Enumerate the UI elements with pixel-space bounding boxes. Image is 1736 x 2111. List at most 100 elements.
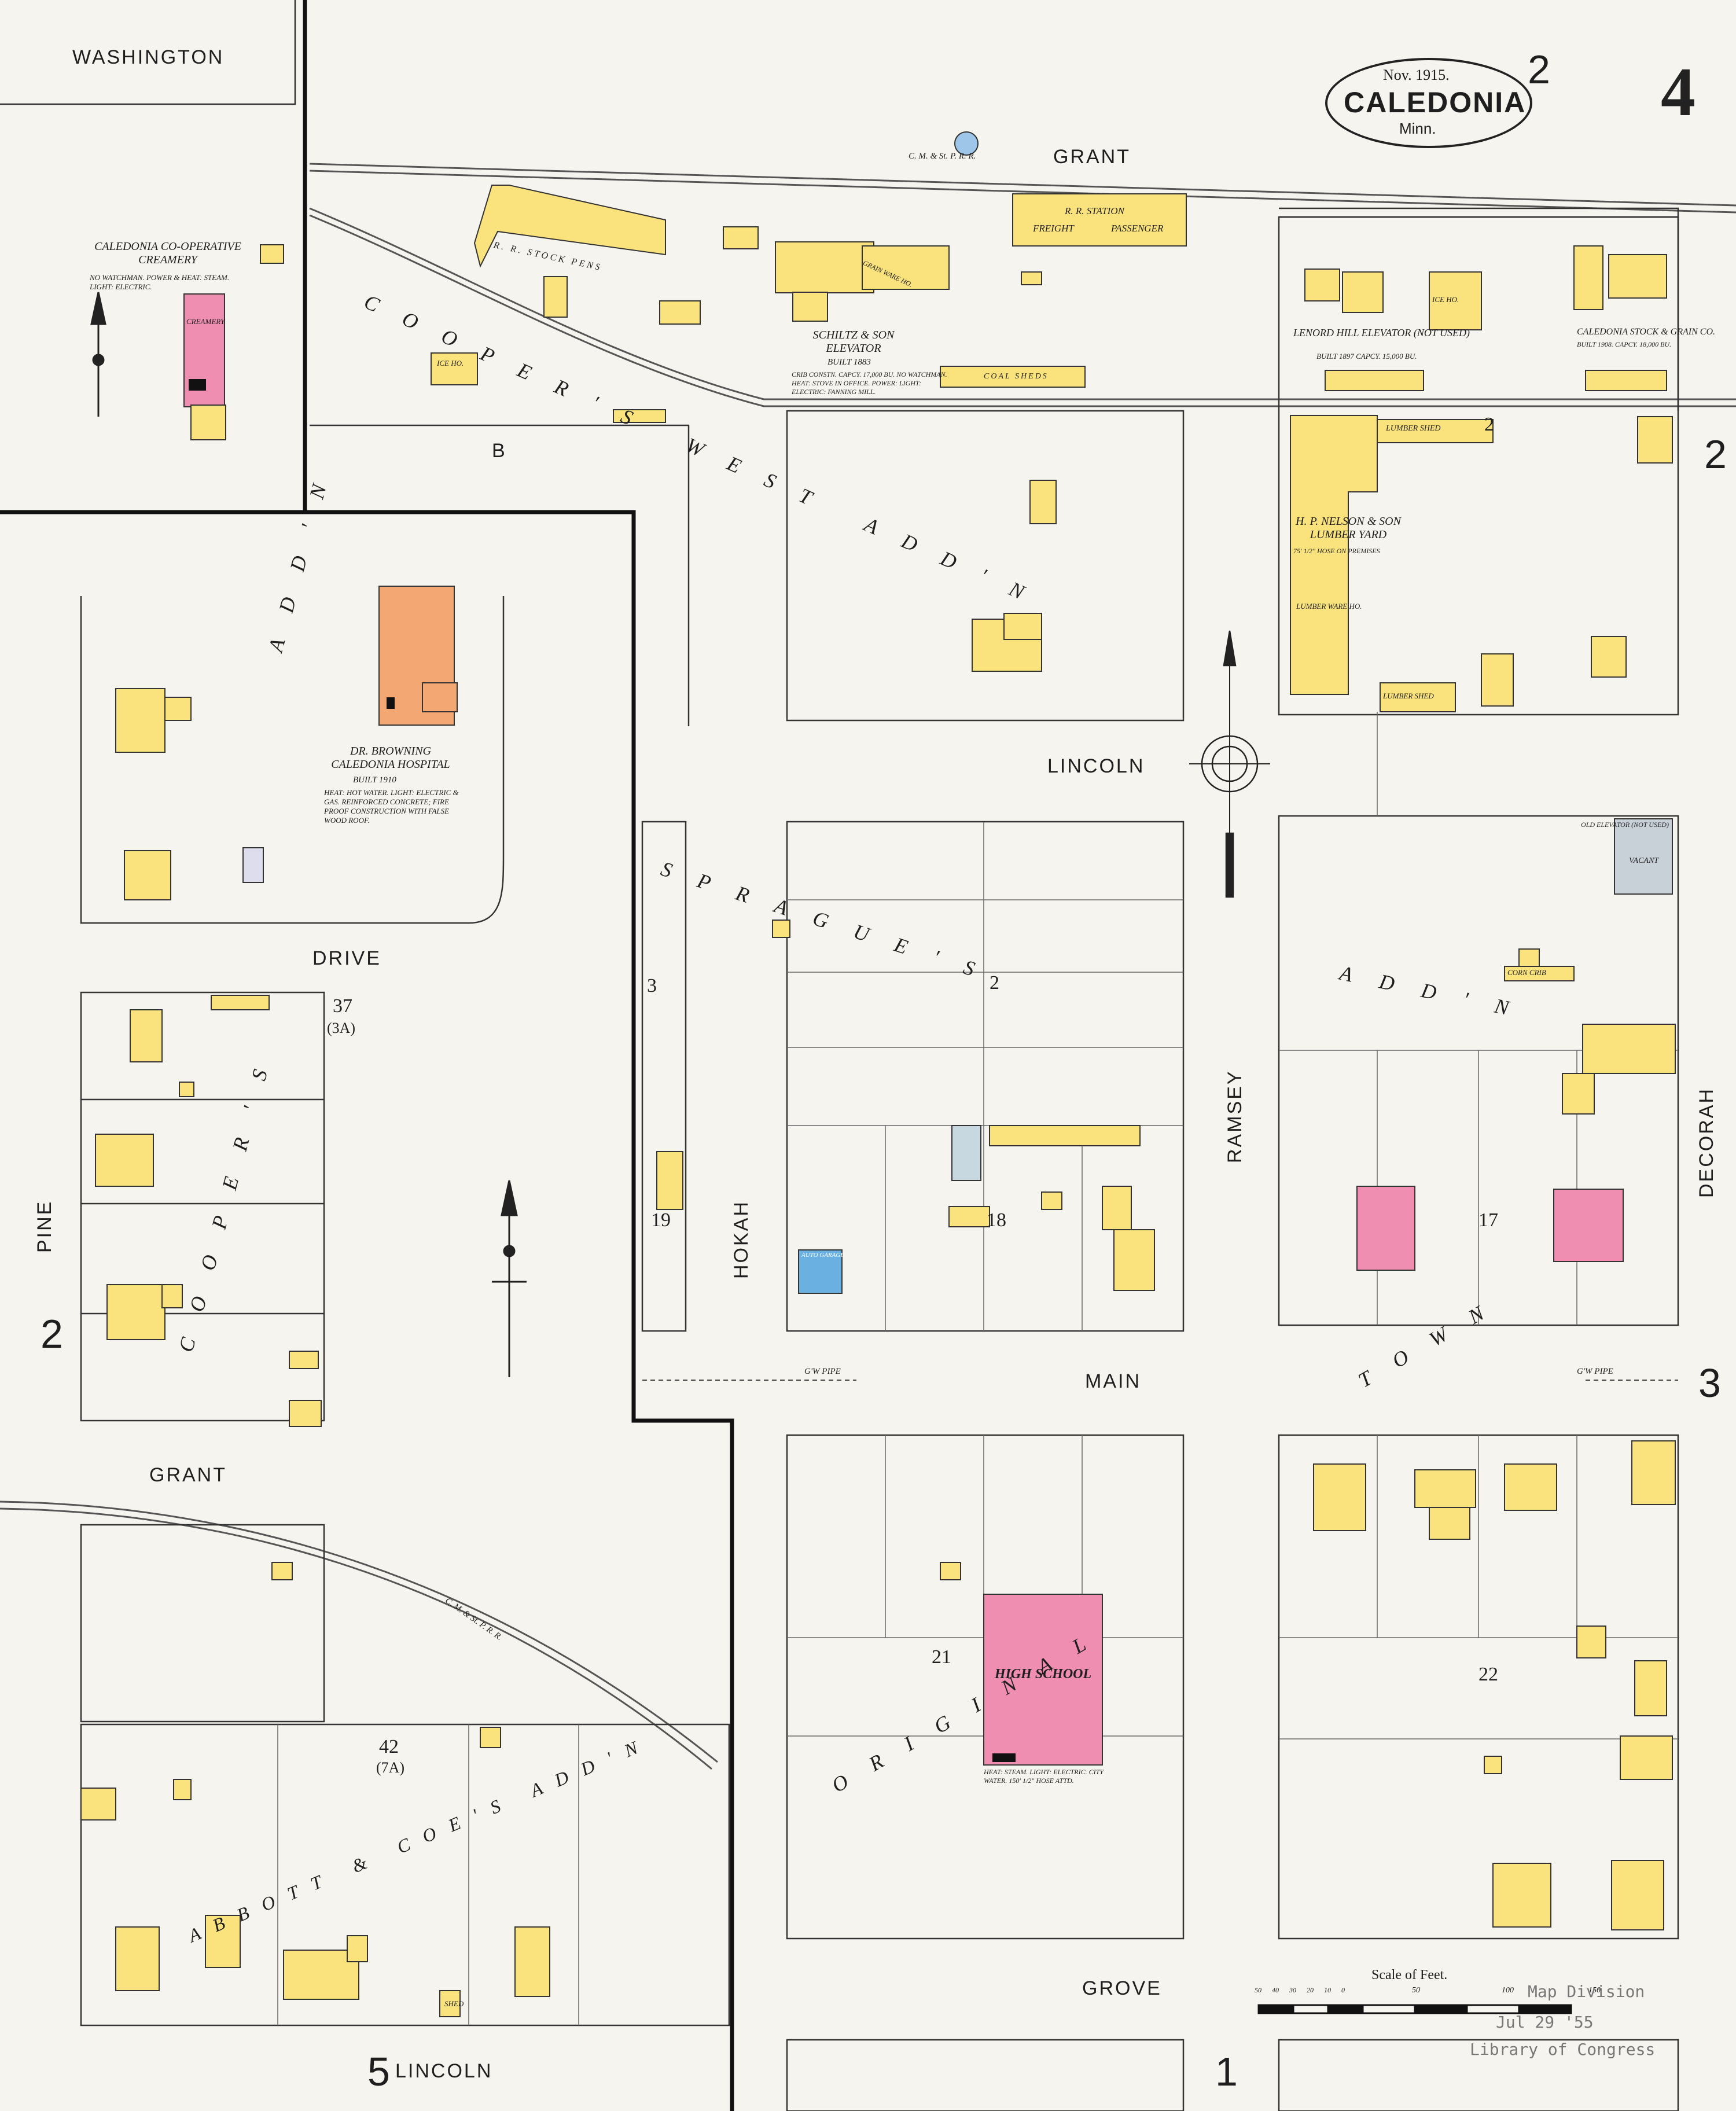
original-town-houses — [940, 1440, 1676, 1930]
north-arrow-icon — [90, 292, 527, 1377]
block-19: 19 — [651, 1209, 671, 1231]
pipe-label-left: G'W PIPE — [804, 1367, 841, 1376]
street-decorah: DECORAH — [1695, 1087, 1717, 1198]
scale-tick-0: 50 — [1255, 1986, 1261, 1994]
coal-sheds: COAL SHEDS — [984, 372, 1049, 381]
street-pine: PINE — [34, 1200, 56, 1253]
scale-tick-5: 0 — [1341, 1986, 1345, 1994]
high-school-notes: HEAT: STEAM. LIGHT: ELECTRIC. CITY WATER… — [984, 1768, 1104, 1785]
pipe-label-right: G'W PIPE — [1577, 1367, 1613, 1376]
rr-freight: FREIGHT — [1033, 223, 1074, 234]
street-drive: DRIVE — [312, 947, 381, 969]
high-school-building — [983, 1594, 1103, 1766]
coopers-addn-houses — [115, 688, 264, 900]
abbott-coe-houses — [80, 1562, 550, 2017]
railroad-top — [309, 163, 1736, 407]
shed-label: SHED — [444, 1999, 464, 2008]
hydrant-icon — [954, 131, 979, 156]
nelson-lumber-yard — [1290, 415, 1673, 712]
block-3: 3 — [647, 975, 657, 996]
stamp-division: Map Division — [1528, 1982, 1645, 2001]
map-state: Minn. — [1399, 120, 1436, 137]
street-hokah: HOKAH — [730, 1200, 752, 1279]
block-18: 18 — [987, 1209, 1006, 1231]
block-21: 21 — [932, 1646, 951, 1668]
corn-crib: CORN CRIB — [1507, 968, 1546, 977]
key-sheet-ref: 2 — [1528, 47, 1550, 92]
stamp-library: Library of Congress — [1470, 2040, 1656, 2059]
rr-station: R. R. STATION — [1065, 205, 1124, 216]
rr-passenger: PASSENGER — [1111, 223, 1164, 234]
scale-tick-1: 40 — [1272, 1986, 1279, 1994]
scale-tick-4: 10 — [1324, 1986, 1331, 1994]
street-b: B — [492, 440, 507, 462]
hospital-built: BUILT 1910 — [353, 775, 396, 785]
block-2-sprague: 2 — [990, 972, 999, 994]
scale-tick-7: 100 — [1502, 1986, 1514, 1995]
elevator-strip — [1304, 245, 1667, 391]
scale-tick-2: 30 — [1289, 1986, 1296, 1994]
block-outlines — [0, 0, 1679, 2111]
block-22: 22 — [1478, 1664, 1498, 1685]
nelson-title: H. P. NELSON & SON LUMBER YARD — [1296, 515, 1401, 541]
street-lincoln-bottom: LINCOLN — [395, 2060, 493, 2082]
lumber-shed-top: LUMBER SHED — [1386, 424, 1441, 433]
sheet-ref-left-mid: 2 — [41, 1311, 63, 1356]
hospital-title: DR. BROWNING CALEDONIA HOSPITAL — [331, 745, 450, 771]
railroad-label-top: C. M. & St. P. R. R. — [909, 152, 976, 161]
street-grant-top: GRANT — [1053, 146, 1131, 168]
old-elevator: OLD ELEVATOR (NOT USED) — [1581, 821, 1669, 829]
sheet-ref-right-top: 2 — [1704, 432, 1727, 477]
street-main: MAIN — [1085, 1370, 1141, 1392]
lenord-hill-built: BUILT 1897 CAPCY. 15,000 BU. — [1316, 352, 1417, 361]
town-block-houses — [1356, 818, 1676, 1271]
block-42-old: (7A) — [376, 1759, 405, 1776]
ice-house-label-2: ICE HO. — [1432, 295, 1459, 304]
street-lincoln: LINCOLN — [1047, 755, 1145, 777]
map-date: Nov. 1915. — [1383, 67, 1450, 83]
stamp-date: Jul 29 '55 — [1496, 2013, 1594, 2032]
block-2-coopers: 2 — [1484, 414, 1494, 435]
sheet-ref-right-mid: 3 — [1698, 1360, 1721, 1406]
compass-rose-icon — [1189, 630, 1270, 898]
creamery-building — [183, 244, 284, 440]
schiltz-notes: CRIB CONSTN. CAPCY. 17,000 BU. NO WATCHM… — [792, 370, 947, 396]
ice-house-label: ICE HO. — [437, 359, 464, 367]
high-school-title: HIGH SCHOOL — [994, 1667, 1092, 1682]
caledonia-stock-title: CALEDONIA STOCK & GRAIN CO. — [1577, 327, 1715, 337]
creamery-title: CALEDONIA CO-OPERATIVE CREAMERY — [94, 240, 241, 266]
scale-bar — [1257, 2004, 1572, 2014]
block-42: 42 — [379, 1736, 399, 1757]
coopers-left-houses — [95, 995, 322, 1427]
lot-lines — [277, 712, 1678, 2025]
street-washington: WASHINGTON — [72, 46, 225, 68]
scale-tick-3: 20 — [1307, 1986, 1314, 1994]
lumber-ware-ho: LUMBER WARE HO. — [1296, 602, 1362, 611]
spragues-houses — [656, 920, 1155, 1294]
street-ramsey: RAMSEY — [1224, 1069, 1246, 1163]
vacant: VACANT — [1629, 856, 1659, 865]
creamery-label: CREAMERY — [186, 317, 225, 326]
block-37: 37 — [333, 995, 352, 1017]
block-37-old: (3A) — [327, 1020, 356, 1036]
hospital-building — [378, 586, 458, 726]
schiltz-title: SCHILTZ & SON ELEVATOR — [812, 329, 895, 355]
sheet-boundaries — [0, 0, 734, 2111]
sheet-number: 4 — [1661, 53, 1695, 130]
lenord-hill-title: LENORD HILL ELEVATOR (NOT USED) — [1293, 327, 1470, 339]
street-grove: GROVE — [1082, 1977, 1162, 1999]
rr-yard-buildings — [431, 185, 1187, 423]
hospital-notes: HEAT: HOT WATER. LIGHT: ELECTRIC & GAS. … — [324, 788, 459, 825]
coopers-west-houses — [972, 480, 1057, 672]
scale-tick-6: 50 — [1412, 1986, 1420, 1995]
caledonia-stock-notes: BUILT 1908. CAPCY. 18,000 BU. — [1577, 340, 1672, 348]
auto-garage-label: AUTO GARAGE — [801, 1252, 845, 1259]
title-cartouche — [1325, 58, 1532, 148]
scale-tick-8: 150 — [1588, 1986, 1601, 1995]
map-city: CALEDONIA — [1344, 86, 1527, 119]
lumber-shed-bottom: LUMBER SHED — [1383, 692, 1434, 700]
schiltz-built: BUILT 1883 — [827, 358, 871, 367]
street-grant-left: GRANT — [149, 1464, 227, 1486]
sheet-ref-bottom-mid: 1 — [1215, 2049, 1238, 2094]
